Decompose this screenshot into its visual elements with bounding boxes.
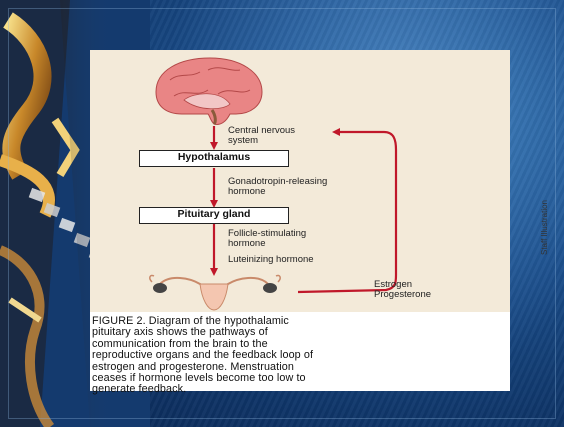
- figure-panel: Hypothalamus Pituitary gland Central ner…: [90, 50, 510, 391]
- feedback-loop-arrow: [298, 132, 396, 292]
- feedback-hormones-label: Estrogen Progesterone: [374, 280, 431, 300]
- hypothalamus-label: Hypothalamus: [178, 151, 250, 163]
- pituitary-gland-box: Pituitary gland: [139, 207, 289, 224]
- pituitary-gland-label: Pituitary gland: [178, 208, 251, 220]
- gnrh-label: Gonadotropin-releasing hormone: [228, 177, 327, 197]
- left-ovary-icon: [153, 283, 167, 293]
- fsh-label: Follicle-stimulating hormone: [228, 229, 306, 249]
- cns-label: Central nervous system: [228, 126, 295, 146]
- brain-illustration: [156, 58, 262, 125]
- hypothalamus-box: Hypothalamus: [139, 150, 289, 167]
- figure-caption: FIGURE 2. Diagram of the hypothalamic pi…: [92, 316, 506, 396]
- illustration-credit: Staff Illustration: [540, 200, 549, 255]
- lh-label: Luteinizing hormone: [228, 255, 314, 265]
- reproductive-organs-illustration: [150, 275, 280, 310]
- diagram-area: Hypothalamus Pituitary gland Central ner…: [90, 50, 510, 312]
- right-ovary-icon: [263, 283, 277, 293]
